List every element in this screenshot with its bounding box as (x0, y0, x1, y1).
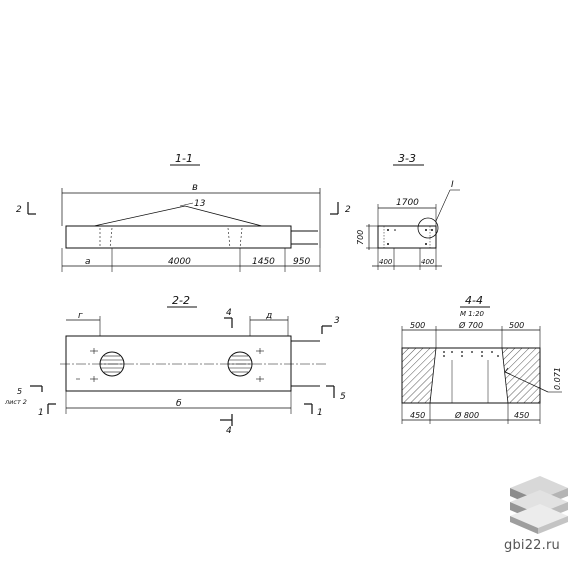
cut-label-5-left: 5 (17, 387, 22, 396)
dim-1700: 1700 (396, 198, 419, 208)
section-2-2: 2-2 г д 4 3 (4, 294, 346, 436)
cut-label-2-right: 2 (345, 205, 351, 215)
cut-label-1-left: 1 (38, 408, 44, 418)
dim-4000: 4000 (168, 257, 191, 267)
dim-overall-v: в (192, 182, 198, 193)
dim-a: а (85, 257, 91, 267)
section-3-3: 3-3 1700 I 700 400 400 (356, 152, 460, 270)
dim-1450: 1450 (252, 257, 275, 267)
callout-I: I (451, 180, 454, 190)
section-title-2-2: 2-2 (172, 294, 190, 307)
dim-500-right: 500 (509, 321, 524, 330)
dim-d800: Ø 800 (454, 410, 479, 420)
dim-400-left: 400 (379, 258, 393, 266)
cut-label-5-right: 5 (340, 392, 346, 402)
scale-label: М 1:20 (460, 310, 485, 318)
section-title-4-4: 4-4 (465, 294, 483, 307)
cut-label-4-top: 4 (226, 308, 232, 318)
dim-g: г (78, 311, 83, 321)
dim-450-right: 450 (514, 411, 529, 420)
dim-d700: Ø 700 (458, 320, 483, 330)
cut-note-list-2: лист 2 (4, 398, 27, 406)
layered-slabs-icon (510, 476, 568, 534)
section-title-1-1: 1-1 (175, 152, 193, 165)
section-4-4: 4-4 М 1:20 500 Ø 700 500 0.071 (401, 294, 562, 424)
dim-b: б (176, 399, 182, 409)
dim-400-right: 400 (421, 258, 435, 266)
cut-label-3: 3 (334, 316, 340, 326)
watermark-site: gbi22.ru (504, 538, 560, 553)
leader-13: 13 (194, 199, 206, 209)
cut-label-4-bottom: 4 (226, 426, 232, 436)
slope-0071: 0.071 (553, 367, 562, 390)
section-title-3-3: 3-3 (398, 152, 416, 165)
dim-450-left: 450 (410, 411, 425, 420)
dim-d: д (265, 311, 272, 321)
dim-500-left: 500 (410, 321, 425, 330)
cut-label-2-left: 2 (16, 205, 22, 215)
cut-label-1-right: 1 (317, 408, 323, 418)
dim-950: 950 (293, 257, 310, 267)
dim-700: 700 (356, 230, 365, 245)
section-1-1: 1-1 в 13 2 2 а 4000 (16, 152, 351, 272)
